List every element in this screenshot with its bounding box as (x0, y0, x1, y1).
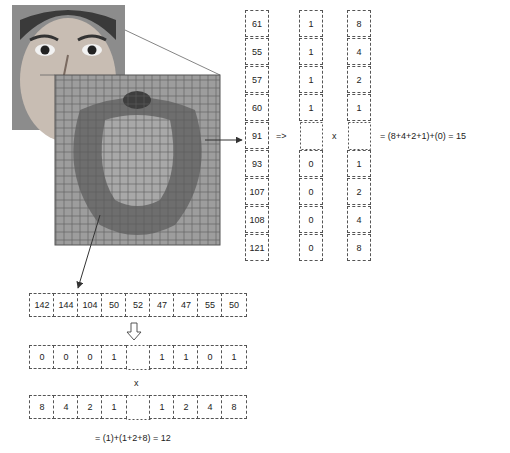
empty-cell (301, 123, 323, 150)
table-cell: 1 (173, 345, 199, 369)
table-cell: 0 (299, 234, 323, 261)
table-cell: 4 (347, 206, 371, 233)
table-cell: 142 (29, 293, 55, 317)
equation: = (8+4+2+1)+(0) = 15 (380, 130, 466, 142)
operator-symbol: x (134, 377, 139, 389)
table-cell: 47 (173, 293, 199, 317)
projection-line (125, 30, 220, 75)
table-cell: 2 (347, 66, 371, 93)
table-cell: 1 (221, 345, 247, 369)
table-cell: 55 (197, 293, 223, 317)
table-cell: 0 (299, 178, 323, 205)
table-cell: 4 (347, 38, 371, 65)
equation: = (1)+(1+2+8) = 12 (95, 432, 171, 444)
table-cell: 108 (245, 206, 269, 233)
table-cell: 2 (77, 395, 103, 419)
table-cell: 1 (299, 38, 323, 65)
table-cell: 61 (245, 10, 269, 37)
table-cell: 104 (77, 293, 103, 317)
table-cell: 1 (149, 395, 175, 419)
table-cell: 121 (245, 234, 269, 261)
table-cell: 8 (347, 10, 371, 37)
table-cell: 2 (173, 395, 199, 419)
table-cell: 1 (299, 10, 323, 37)
table-cell: 8 (347, 234, 371, 261)
table-cell: 1 (347, 150, 371, 177)
table-cell: 0 (197, 345, 223, 369)
pointer-arrow (78, 215, 100, 288)
table-cell: 1 (149, 345, 175, 369)
empty-cell (127, 396, 151, 420)
table-cell: 2 (347, 178, 371, 205)
table-cell: 50 (221, 293, 247, 317)
table-cell: 93 (245, 150, 269, 177)
table-cell: 57 (245, 66, 269, 93)
table-cell: 1 (101, 395, 127, 419)
down-arrow (127, 323, 141, 340)
empty-cell (349, 123, 371, 150)
empty-cell (127, 346, 151, 370)
table-cell: 0 (77, 345, 103, 369)
table-cell: 50 (101, 293, 127, 317)
table-cell: 107 (245, 178, 269, 205)
pointer-arrow (205, 140, 242, 141)
table-cell: 8 (29, 395, 55, 419)
table-cell: 0 (53, 345, 79, 369)
table-cell: 1 (299, 66, 323, 93)
table-cell: 55 (245, 38, 269, 65)
table-cell: 91 (245, 122, 269, 149)
table-cell: 47 (149, 293, 175, 317)
lbp-grid-overlay (55, 75, 220, 245)
table-cell: 4 (197, 395, 223, 419)
table-cell: 4 (53, 395, 79, 419)
table-cell: 8 (221, 395, 247, 419)
table-cell: 1 (347, 94, 371, 121)
table-cell: 0 (29, 345, 55, 369)
operator-symbol: x (332, 130, 337, 142)
table-cell: 144 (53, 293, 79, 317)
table-cell: 52 (125, 293, 151, 317)
table-cell: 1 (101, 345, 127, 369)
table-cell: 0 (299, 150, 323, 177)
table-cell: 60 (245, 94, 269, 121)
table-cell: 1 (299, 94, 323, 121)
operator-symbol: => (276, 130, 287, 142)
table-cell: 0 (299, 206, 323, 233)
projection-line (40, 75, 55, 76)
